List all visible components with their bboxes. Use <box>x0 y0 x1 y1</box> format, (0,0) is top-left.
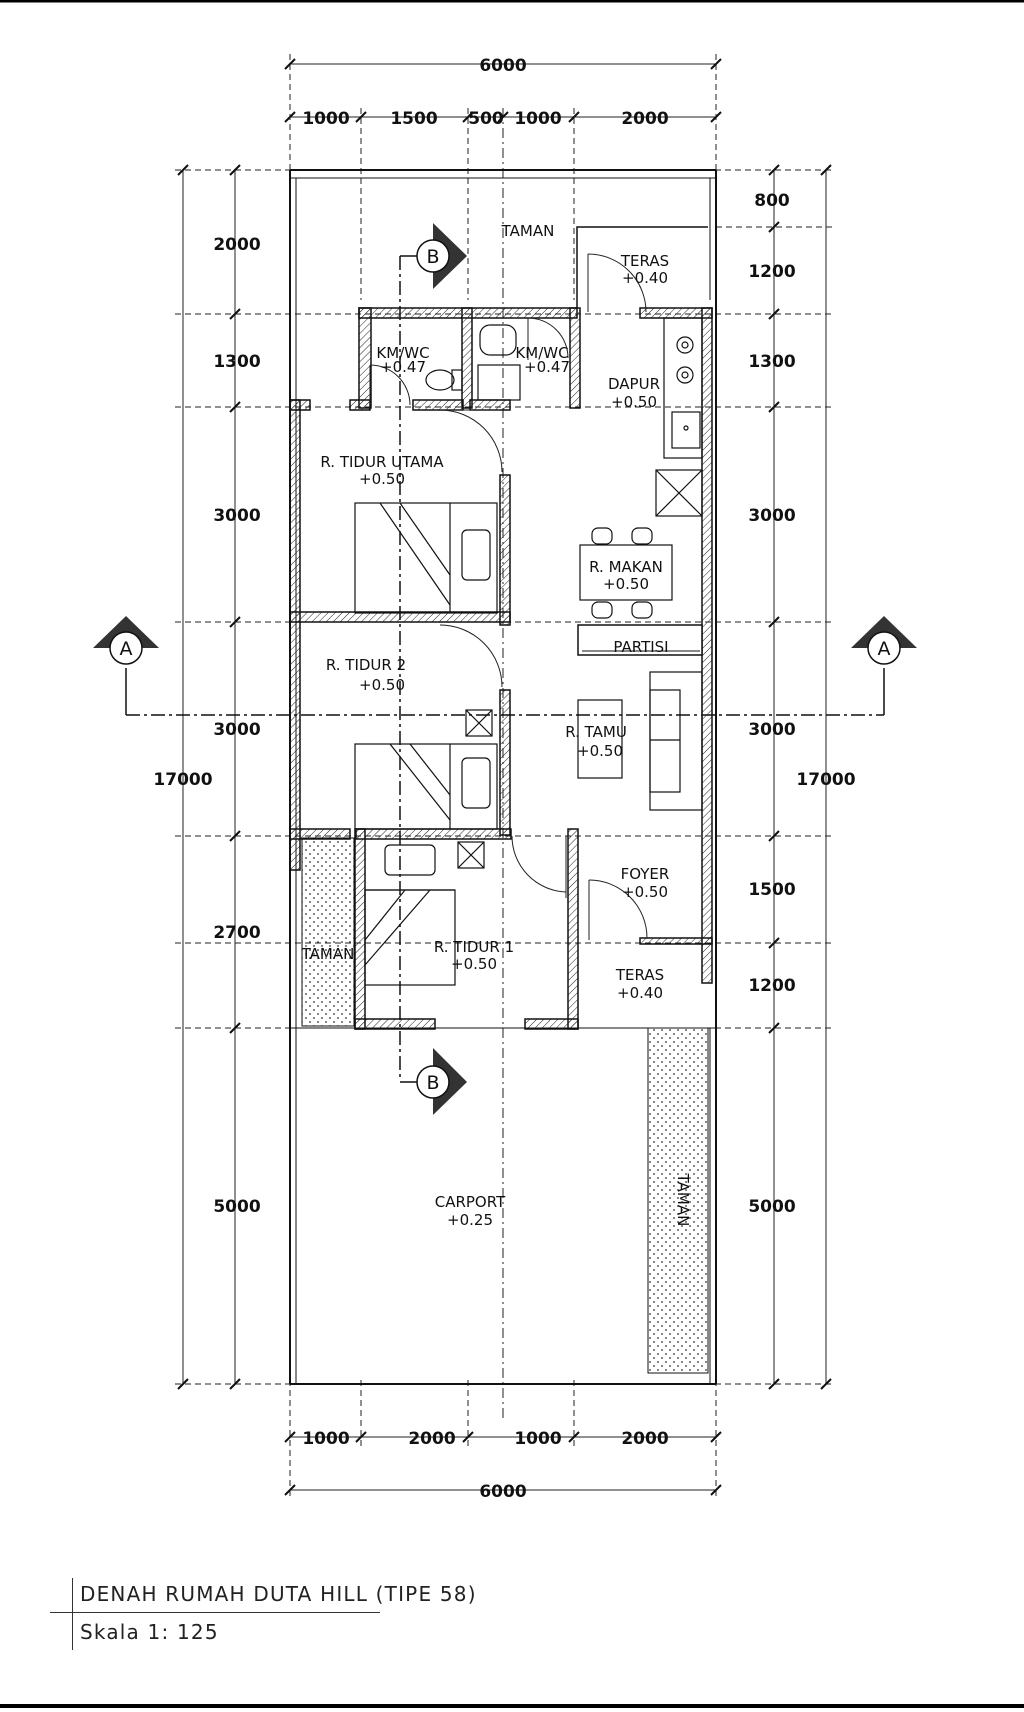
label-tidur-utama: R. TIDUR UTAMA <box>320 453 444 471</box>
dim-right-1: 800 <box>754 191 790 211</box>
dim-top-4: 1000 <box>514 109 561 129</box>
dim-left-4: 3000 <box>213 720 260 740</box>
dim-top-2: 1500 <box>390 109 437 129</box>
section-a-left-label: A <box>120 638 133 660</box>
label-tidur-2-level: +0.50 <box>359 676 405 694</box>
dim-left-5: 2700 <box>213 923 260 943</box>
dim-top-5: 2000 <box>621 109 668 129</box>
label-teras-top-level: +0.40 <box>622 269 668 287</box>
label-tidur-utama-level: +0.50 <box>359 470 405 488</box>
drawing-title: DENAH RUMAH DUTA HILL (TIPE 58) <box>80 1582 477 1606</box>
label-kmwc-left-level: +0.47 <box>380 358 426 376</box>
title-block: DENAH RUMAH DUTA HILL (TIPE 58) Skala 1:… <box>50 1578 532 1650</box>
label-taman-top: TAMAN <box>501 222 555 240</box>
dim-right-3: 1300 <box>748 352 795 372</box>
dim-left-1: 2000 <box>213 235 260 255</box>
dim-right-2: 1200 <box>748 262 795 282</box>
section-marker-a-right: A <box>851 616 917 665</box>
drawing-scale: Skala 1: 125 <box>80 1620 219 1644</box>
label-tamu-level: +0.50 <box>577 742 623 760</box>
dimension-labels: 6000 1000 1500 500 1000 2000 1000 2000 1… <box>153 56 855 1502</box>
dim-right-6: 1500 <box>748 880 795 900</box>
dim-top-total: 6000 <box>479 56 526 76</box>
section-b-bottom-label: B <box>426 1072 439 1094</box>
label-teras-front: TERAS <box>615 966 664 984</box>
label-tidur-1: R. TIDUR 1 <box>434 938 514 956</box>
dim-bottom-1: 1000 <box>302 1429 349 1449</box>
label-foyer: FOYER <box>621 865 670 883</box>
label-kmwc-right-level: +0.47 <box>524 358 570 376</box>
dim-left-3: 3000 <box>213 506 260 526</box>
label-foyer-level: +0.50 <box>622 883 668 901</box>
title-divider-horizontal <box>50 1612 380 1613</box>
dim-right-4: 3000 <box>748 506 795 526</box>
furniture <box>354 317 703 986</box>
title-divider-vertical <box>72 1578 73 1650</box>
dim-left-2: 1300 <box>213 352 260 372</box>
dim-right-5: 3000 <box>748 720 795 740</box>
label-partisi: PARTISI <box>613 638 668 656</box>
section-b-top-label: B <box>426 246 439 268</box>
label-makan: R. MAKAN <box>589 558 663 576</box>
dim-right-8: 5000 <box>748 1197 795 1217</box>
label-tidur-1-level: +0.50 <box>451 955 497 973</box>
teras-top-outline <box>576 226 708 308</box>
dim-bottom-2: 2000 <box>408 1429 455 1449</box>
label-kmwc-left: KM/WC <box>376 344 429 362</box>
dim-top-1: 1000 <box>302 109 349 129</box>
label-teras-top: TERAS <box>620 252 669 270</box>
room-labels: TAMAN TERAS +0.40 KM/WC +0.47 KM/WC +0.4… <box>301 222 692 1229</box>
dim-top-3: 500 <box>468 109 504 129</box>
dim-left-total: 17000 <box>153 770 212 790</box>
label-makan-level: +0.50 <box>603 575 649 593</box>
label-kmwc-right: KM/WC <box>515 344 568 362</box>
section-marker-a-left: A <box>93 616 159 665</box>
label-dapur-level: +0.50 <box>611 393 657 411</box>
label-carport-level: +0.25 <box>447 1211 493 1229</box>
dim-right-total: 17000 <box>796 770 855 790</box>
garden-right <box>647 1027 709 1374</box>
dim-bottom-total: 6000 <box>479 1482 526 1502</box>
label-tidur-2: R. TIDUR 2 <box>326 656 406 674</box>
dim-right-7: 1200 <box>748 976 795 996</box>
label-taman-right: TAMAN <box>674 1173 692 1227</box>
section-marker-b-bottom: B <box>416 1048 467 1115</box>
dim-bottom-4: 2000 <box>621 1429 668 1449</box>
dimension-ticks <box>177 58 832 1496</box>
label-teras-front-level: +0.40 <box>617 984 663 1002</box>
label-tamu: R. TAMU <box>565 723 627 741</box>
section-a-right-label: A <box>878 638 891 660</box>
label-taman-left: TAMAN <box>301 945 355 963</box>
section-marker-b-top: B <box>416 223 467 289</box>
label-dapur: DAPUR <box>608 375 660 393</box>
label-carport: CARPORT <box>435 1193 506 1211</box>
dim-bottom-3: 1000 <box>514 1429 561 1449</box>
doors <box>369 253 648 940</box>
garden-left <box>301 837 355 1027</box>
dim-left-6: 5000 <box>213 1197 260 1217</box>
